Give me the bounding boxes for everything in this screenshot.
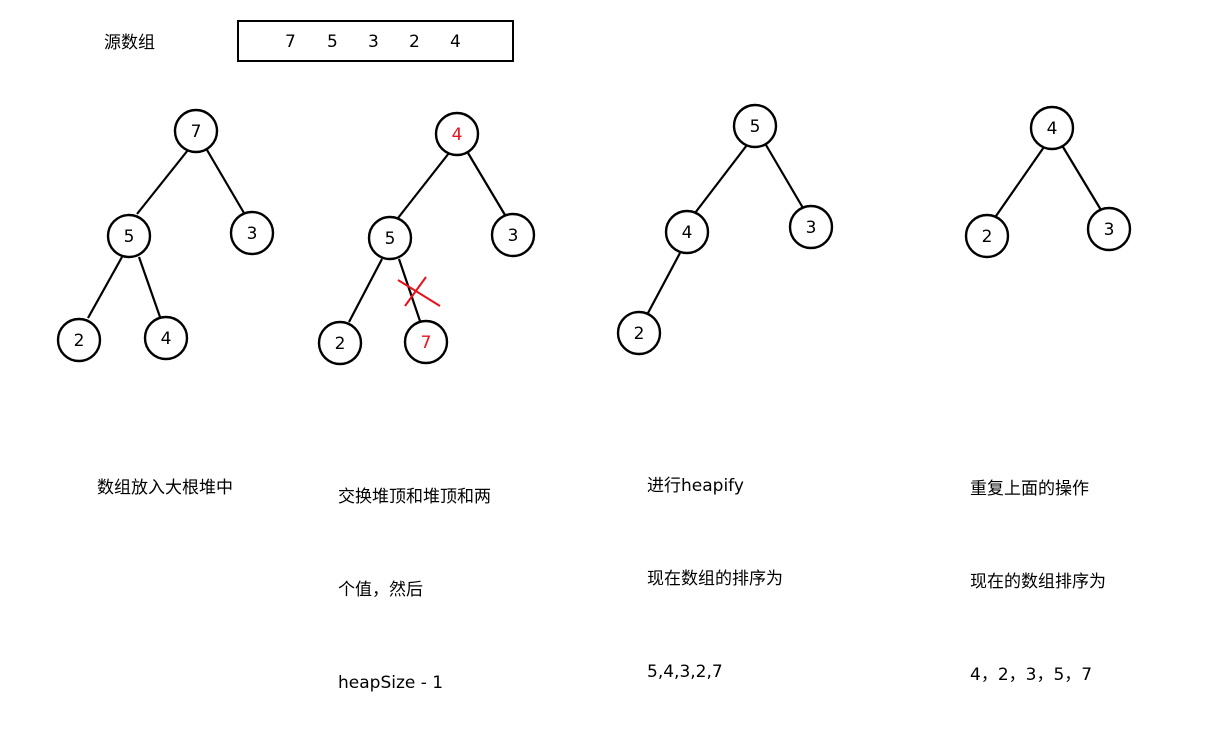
caption-line: 交换堆顶和堆顶和两	[338, 487, 491, 507]
tree-node: 4	[143, 315, 189, 361]
heap-diagram: 7 5 3 2 4 4 5 3 2 7	[56, 103, 1132, 366]
tree-edge	[136, 149, 189, 215]
tree-edge	[467, 152, 506, 216]
tree-node: 2	[616, 310, 662, 356]
array-value: 5	[327, 32, 338, 52]
tree-node: 5	[106, 213, 152, 259]
node-value: 4	[1047, 119, 1058, 139]
node-value: 5	[750, 117, 761, 137]
tree-node: 2	[56, 317, 102, 363]
node-value: 5	[385, 229, 396, 249]
tree-node: 2	[964, 213, 1010, 259]
caption-line: 4，2，3，5，7	[970, 665, 1093, 685]
tree-edge	[1062, 146, 1102, 211]
tree-edge	[765, 144, 804, 209]
node-value: 2	[335, 334, 346, 354]
caption-line: 5,4,3,2,7	[647, 662, 723, 682]
caption-line: 进行heapify	[647, 476, 744, 496]
tree-edge	[397, 258, 422, 322]
source-array-box: 7 5 3 2 4	[237, 20, 514, 62]
array-value: 2	[409, 32, 420, 52]
tree-after-heapify: 5 4 3 2	[616, 103, 834, 356]
node-value: 4	[682, 223, 693, 243]
node-value: 3	[247, 224, 258, 244]
array-value: 7	[285, 32, 296, 52]
node-value: 2	[74, 331, 85, 351]
caption-step-3: 进行heapify 现在数组的排序为 5,4,3,2,7	[647, 409, 783, 719]
tree-edge	[206, 149, 245, 214]
tree-initial-heap: 7 5 3 2 4	[56, 108, 275, 363]
caption-line: 现在数组的排序为	[647, 569, 783, 589]
tree-after-swap: 4 5 3 2 7	[317, 111, 536, 366]
tree-edge	[137, 256, 162, 318]
tree-edge	[348, 258, 383, 323]
tree-node: 2	[317, 320, 363, 366]
tree-edge	[87, 256, 123, 319]
array-value: 4	[450, 32, 461, 52]
tree-node: 4	[434, 111, 480, 157]
node-value: 2	[634, 324, 645, 344]
tree-edge	[694, 144, 748, 214]
node-value: 7	[421, 333, 432, 353]
cross-mark	[397, 276, 441, 307]
tree-node: 4	[664, 209, 710, 255]
node-value: 7	[191, 122, 202, 142]
source-array-label: 源数组	[104, 33, 155, 53]
tree-node: 4	[1029, 105, 1075, 151]
tree-node: 3	[1086, 206, 1132, 252]
node-value: 4	[161, 329, 172, 349]
node-value: 2	[982, 227, 993, 247]
node-value: 3	[508, 226, 519, 246]
tree-node: 3	[788, 204, 834, 250]
tree-node: 7	[403, 319, 449, 365]
node-value: 4	[452, 125, 463, 145]
caption-line: heapSize - 1	[338, 673, 444, 693]
tree-edge	[647, 252, 681, 314]
node-value: 3	[806, 218, 817, 238]
caption-line: 个值，然后	[338, 580, 423, 600]
tree-edge	[397, 152, 450, 219]
tree-edge	[995, 146, 1045, 217]
tree-node: 5	[732, 103, 778, 149]
caption-line: 数组放入大根堆中	[97, 478, 233, 498]
caption-line: 重复上面的操作	[970, 479, 1089, 499]
node-value: 3	[1104, 220, 1115, 240]
caption-step-1: 数组放入大根堆中	[97, 421, 233, 529]
tree-node: 3	[229, 210, 275, 256]
tree-node: 3	[490, 212, 536, 258]
caption-step-4: 重复上面的操作 现在的数组排序为 4，2，3，5，7	[970, 412, 1106, 722]
tree-node: 7	[173, 108, 219, 154]
caption-line: 现在的数组排序为	[970, 572, 1106, 592]
tree-repeat: 4 2 3	[964, 105, 1132, 259]
node-value: 5	[124, 227, 135, 247]
tree-node: 5	[367, 215, 413, 261]
array-value: 3	[368, 32, 379, 52]
caption-step-2: 交换堆顶和堆顶和两 个值，然后 heapSize - 1	[338, 420, 491, 730]
